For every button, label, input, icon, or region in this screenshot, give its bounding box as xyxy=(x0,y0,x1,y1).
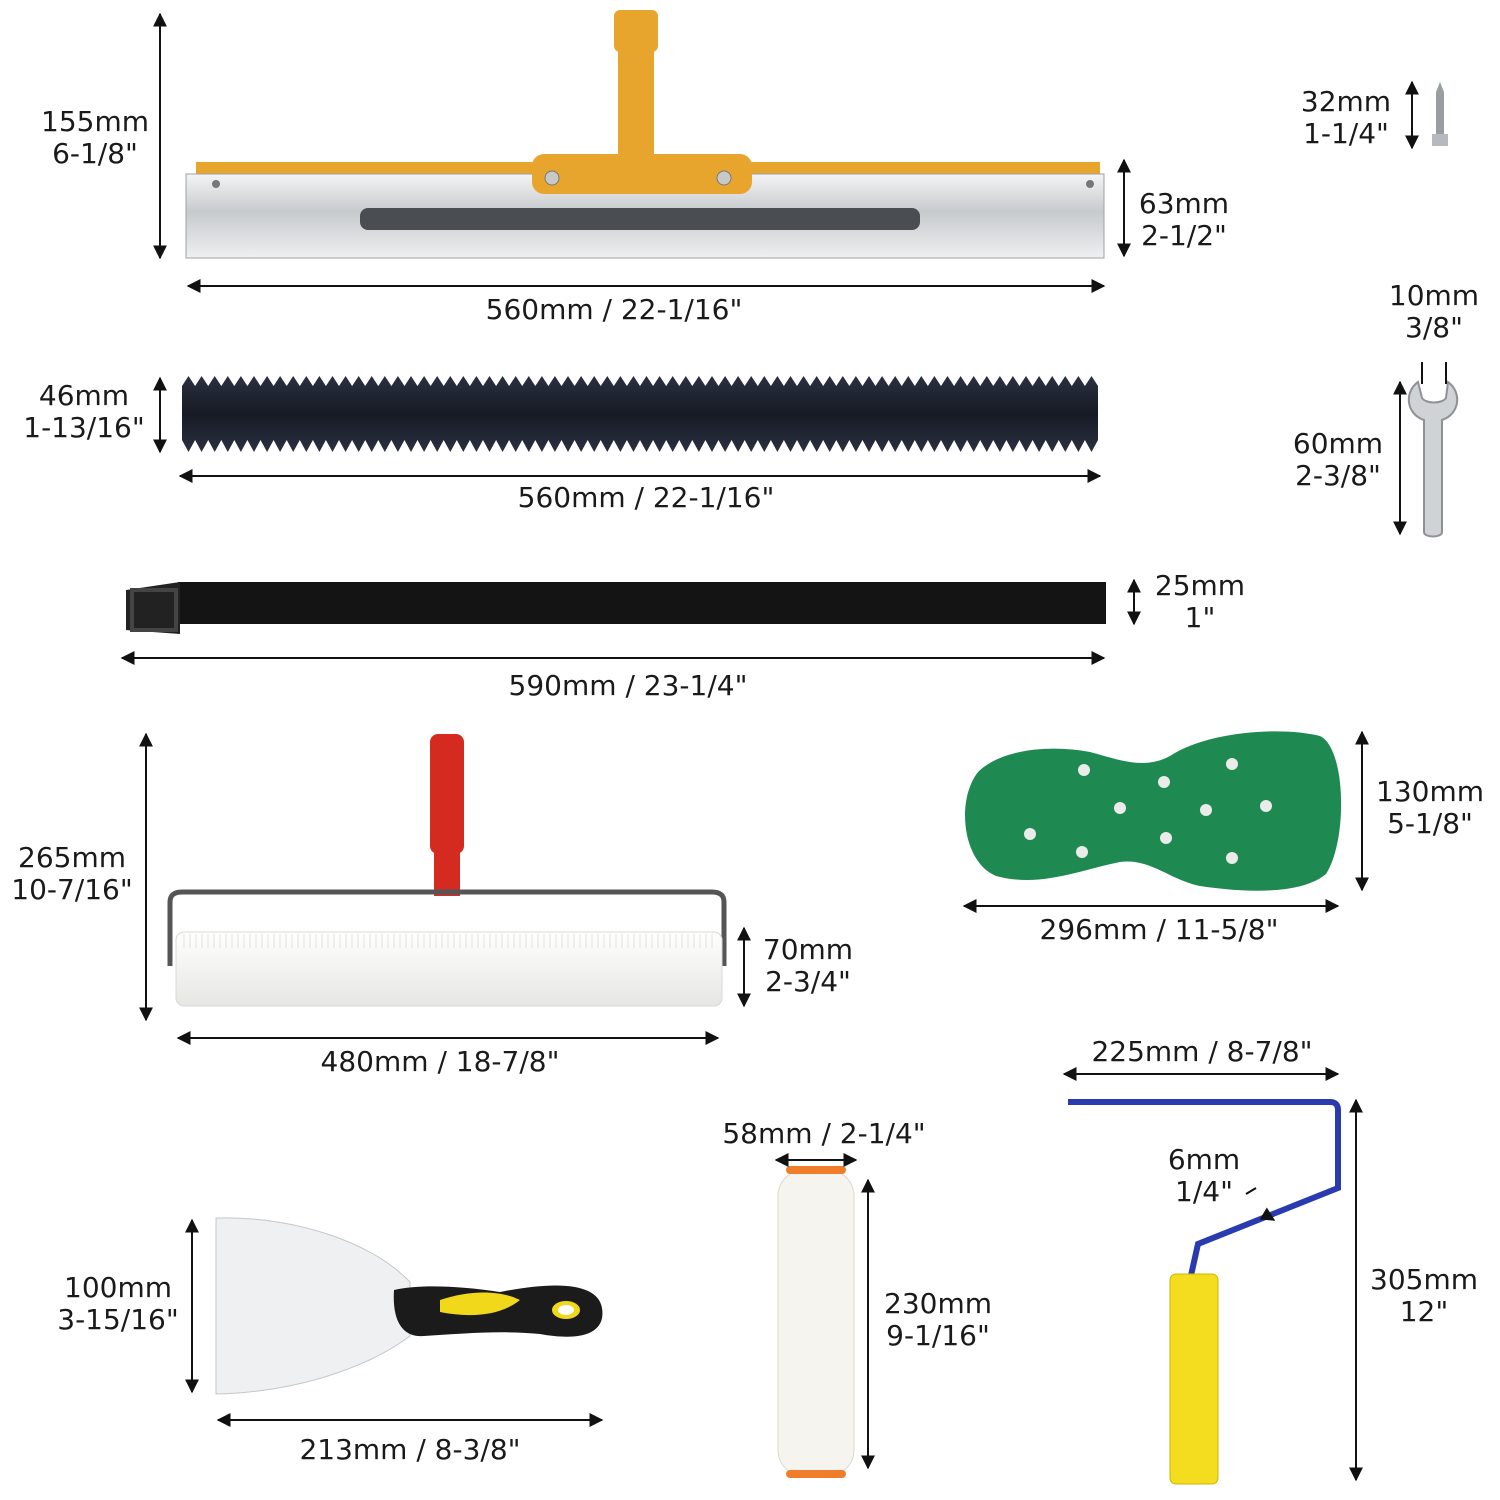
shoe-height-label: 130mm 5-1/8" xyxy=(1370,776,1490,840)
frame-width-label: 225mm / 8-7/8" xyxy=(1091,1035,1313,1068)
frame-rod-in: 1/4" xyxy=(1175,1175,1233,1208)
scraper-illustration xyxy=(185,1217,604,1427)
shoe-height-in: 5-1/8" xyxy=(1387,807,1473,840)
squeegee-illustration xyxy=(153,10,1131,293)
strap-width-label: 590mm / 23-1/4" xyxy=(508,669,748,702)
paint-frame-illustration xyxy=(1062,1067,1363,1485)
squeegee-blade-height-label: 63mm 2-1/2" xyxy=(1132,188,1236,252)
shoe-spike xyxy=(1160,832,1172,844)
shoe-height-mm: 130mm xyxy=(1376,775,1484,808)
roller-width-label: 480mm / 18-7/8" xyxy=(320,1045,560,1078)
wrench-illustration xyxy=(1393,362,1458,538)
strap-illustration xyxy=(120,578,1141,665)
roller-drum-height-in: 2-3/4" xyxy=(765,965,851,998)
shoe-spike xyxy=(1024,828,1036,840)
screw-length-in: 1-1/4" xyxy=(1303,117,1389,150)
shoe-spike xyxy=(1158,776,1170,788)
blade-height-mm: 46mm xyxy=(38,379,130,412)
strap-height-label: 25mm 1" xyxy=(1146,570,1254,634)
spiked-shoe-illustration xyxy=(962,730,1369,913)
shoe-spike xyxy=(1226,758,1238,770)
squeegee-blade-height-in: 2-1/2" xyxy=(1141,219,1227,252)
squeegee-height-in: 6-1/8" xyxy=(52,137,138,170)
wrench-opening-mm: 10mm xyxy=(1388,279,1480,312)
dim-line-wrench-opening xyxy=(1421,362,1447,384)
shoe-spike xyxy=(1200,804,1212,816)
foam-length-mm: 230mm xyxy=(884,1287,992,1320)
wrench-opening-in: 3/8" xyxy=(1405,311,1463,344)
foam-roller-illustration xyxy=(774,1153,875,1478)
roller-height-mm: 265mm xyxy=(18,841,126,874)
roller-height-label: 265mm 10-7/16" xyxy=(6,842,138,906)
shoe-spike xyxy=(1260,800,1272,812)
frame-rod-mm: 6mm xyxy=(1167,1143,1241,1176)
scraper-height-mm: 100mm xyxy=(64,1271,172,1304)
blade-height-label: 46mm 1-13/16" xyxy=(20,380,148,444)
scraper-width-label: 213mm / 8-3/8" xyxy=(299,1433,521,1466)
squeegee-height-label: 155mm 6-1/8" xyxy=(30,106,160,170)
foam-length-in: 9-1/16" xyxy=(886,1319,990,1352)
screw-illustration xyxy=(1405,80,1448,150)
squeegee-blade-height-mm: 63mm xyxy=(1138,187,1230,220)
screw-length-mm: 32mm xyxy=(1300,85,1392,118)
screw-length-label: 32mm 1-1/4" xyxy=(1292,86,1400,150)
frame-height-in: 12" xyxy=(1399,1295,1449,1328)
foam-length-label: 230mm 9-1/16" xyxy=(876,1288,1000,1352)
shoe-spike xyxy=(1114,802,1126,814)
wrench-opening-label: 10mm 3/8" xyxy=(1380,280,1488,344)
wrench-length-mm: 60mm xyxy=(1292,427,1384,460)
frame-height-mm: 305mm xyxy=(1370,1263,1478,1296)
shoe-spike xyxy=(1078,764,1090,776)
notched-blade-illustration xyxy=(153,376,1102,483)
spiked-roller-illustration xyxy=(139,732,751,1045)
blade-width-label: 560mm / 22-1/16" xyxy=(517,481,775,514)
blade-height-in: 1-13/16" xyxy=(23,411,145,444)
wrench-length-in: 2-3/8" xyxy=(1295,459,1381,492)
strap-height-mm: 25mm xyxy=(1154,569,1246,602)
squeegee-width-label: 560mm / 22-1/16" xyxy=(485,293,743,326)
dim-line-frame-rod xyxy=(1245,1187,1274,1220)
scraper-height-label: 100mm 3-15/16" xyxy=(50,1272,186,1336)
wrench-length-label: 60mm 2-3/8" xyxy=(1284,428,1392,492)
strap-height-in: 1" xyxy=(1184,601,1216,634)
frame-rod-label: 6mm 1/4" xyxy=(1150,1144,1258,1208)
shoe-spike xyxy=(1076,846,1088,858)
shoe-width-label: 296mm / 11-5/8" xyxy=(1039,913,1279,946)
roller-drum-height-label: 70mm 2-3/4" xyxy=(754,934,862,998)
roller-height-in: 10-7/16" xyxy=(11,873,133,906)
foam-width-label: 58mm / 2-1/4" xyxy=(722,1117,926,1150)
shoe-spike xyxy=(1226,852,1238,864)
frame-height-label: 305mm 12" xyxy=(1364,1264,1484,1328)
scraper-height-in: 3-15/16" xyxy=(57,1303,179,1336)
roller-drum-height-mm: 70mm xyxy=(762,933,854,966)
squeegee-height-mm: 155mm xyxy=(41,105,149,138)
